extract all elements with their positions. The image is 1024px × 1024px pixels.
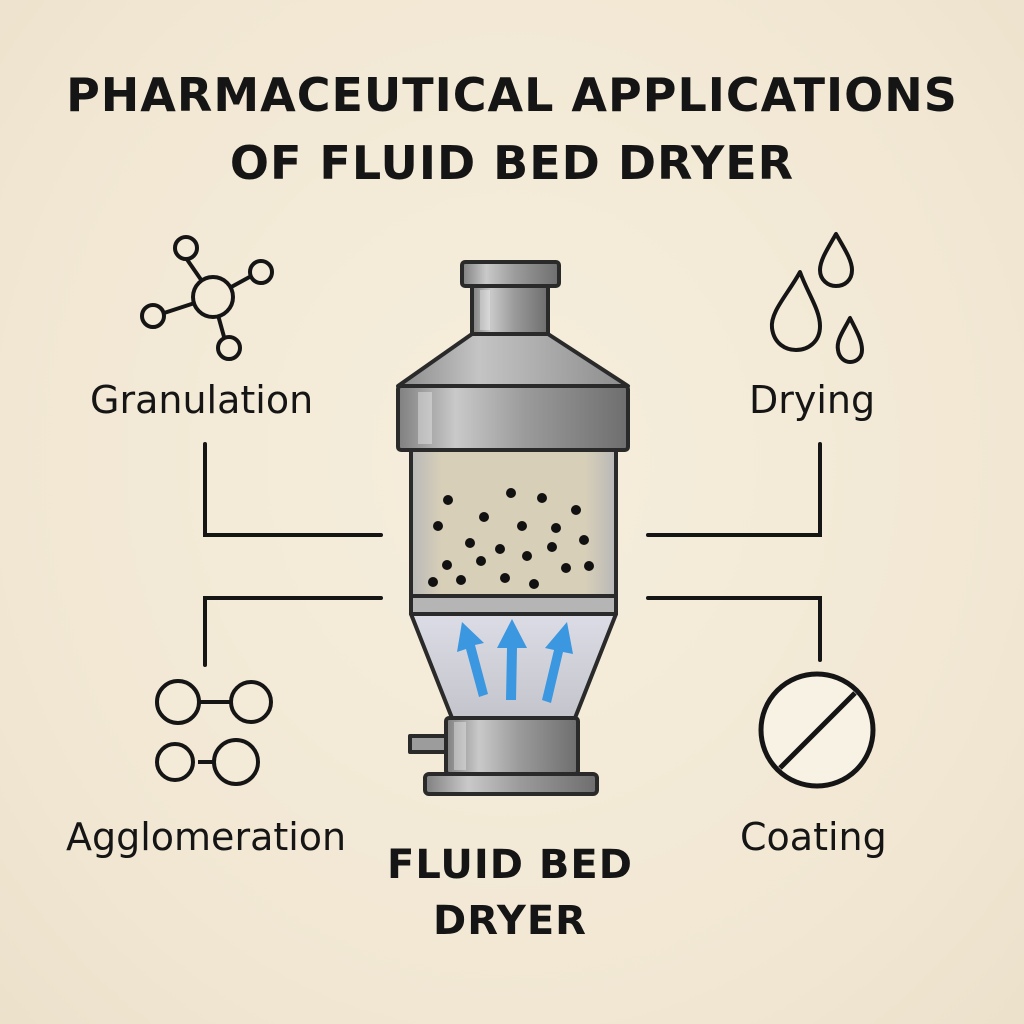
molecule-icon [140,235,274,361]
fluid-bed-dryer-illustration [396,260,630,796]
dryer-upper-cone [396,332,630,388]
linked-circles-icon [155,679,273,786]
dryer-base-plate [423,772,599,796]
connector-lines [203,442,822,667]
connector-agglomeration [203,596,383,667]
label-granulation: Granulation [90,378,314,422]
connector-coating [646,596,822,662]
dryer-top-cap [460,260,561,288]
dryer-chamber [409,448,618,608]
dryer-neck [470,284,550,336]
dryer-highlights [418,290,490,770]
dryer-side-port [408,734,448,754]
airflow-arrow-left [457,622,488,697]
label-drying: Drying [749,378,876,422]
label-agglomeration: Agglomeration [66,815,347,859]
center-label-line-2: DRYER [433,898,587,944]
airflow-arrow-right [542,622,573,703]
droplets-icon [769,232,864,364]
center-label-line-1: FLUID BED [387,842,633,888]
powder-particles [428,488,594,589]
diagram-title-line-1: PHARMACEUTICAL APPLICATIONS [66,68,958,122]
dryer-mid-band [409,594,618,616]
airflow-arrows [457,619,573,703]
coated-tablet-icon [758,671,876,789]
connector-granulation [203,442,383,537]
diagram-title-line-2: OF FLUID BED DRYER [229,136,795,190]
dryer-upper-collar [396,384,630,452]
label-coating: Coating [740,815,887,859]
airflow-arrow-center [497,619,527,700]
connector-drying [646,442,822,537]
